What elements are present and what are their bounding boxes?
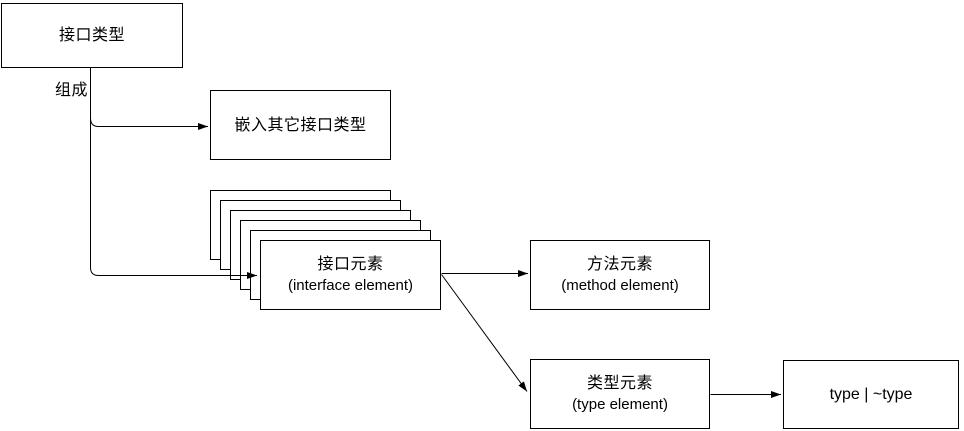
node-type-element-label-zh: 类型元素: [586, 375, 653, 392]
node-interface-type: 接口类型: [1, 3, 183, 68]
node-interface-type-label: 接口类型: [58, 27, 125, 44]
node-interface-element-label-en: (interface element): [287, 277, 414, 294]
node-type-element-label-en: (type element): [572, 396, 668, 413]
node-interface-element-label-zh: 接口元素: [317, 256, 384, 273]
node-interface-element: 接口元素 (interface element): [260, 240, 441, 310]
node-embed-other-interface-type: 嵌入其它接口类型: [210, 90, 391, 160]
node-embed-label: 嵌入其它接口类型: [234, 116, 367, 134]
edge-interface-element-to-type-element: [441, 274, 528, 392]
node-method-element-label-en: (method element): [561, 277, 679, 294]
node-type-union: type | ~type: [783, 360, 959, 429]
edge-label-compose: 组成: [54, 82, 88, 99]
edge-interface-type-to-embed: [90, 117, 208, 130]
node-method-element-label-zh: 方法元素: [586, 256, 653, 273]
node-type-element: 类型元素 (type element): [530, 359, 710, 429]
node-method-element: 方法元素 (method element): [530, 240, 710, 310]
node-type-union-label: type | ~type: [829, 386, 913, 403]
